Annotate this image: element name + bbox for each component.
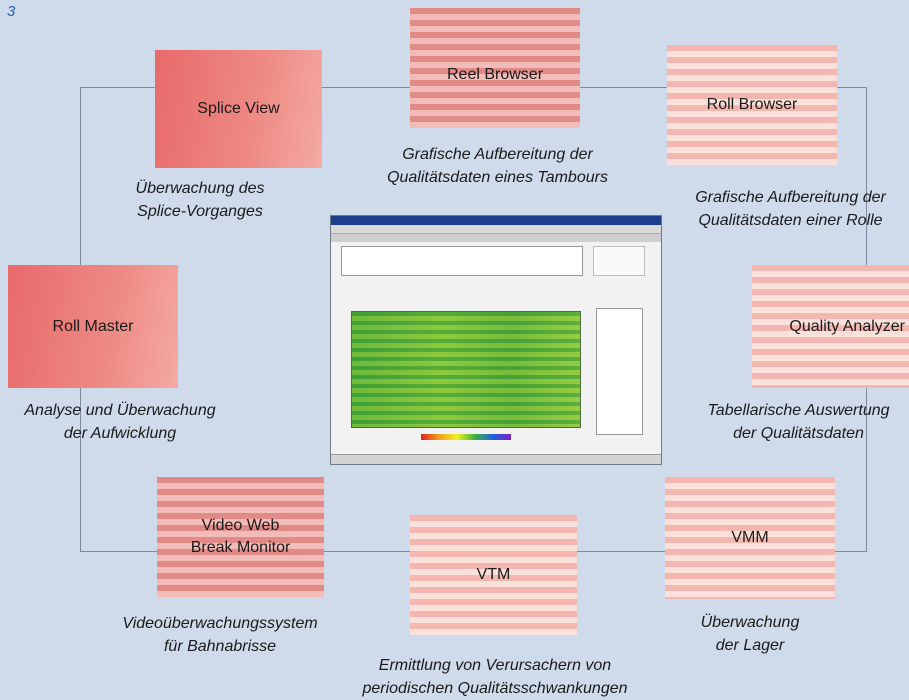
roll-master-description: Analyse und Überwachung der Aufwicklung [24, 402, 216, 442]
splice-view-description: Überwachung des Splice-Vorganges [135, 180, 265, 220]
vmm-box: VMM [665, 477, 835, 599]
video-web-break-monitor-box: Video Web Break Monitor [157, 477, 324, 597]
splice-view-label: Splice View [197, 100, 280, 117]
roll-master-box: Roll Master [8, 265, 178, 388]
screenshot-menubar [331, 225, 661, 234]
video-web-break-monitor-description: Videoüberwachungssystem für Bahnabrisse [122, 615, 318, 655]
screenshot-top-panel [341, 246, 583, 276]
vtm-description: Ermittlung von Verursachern von periodis… [362, 657, 628, 697]
screenshot-statusbar [331, 454, 661, 464]
reel-browser-label: Reel Browser [446, 66, 544, 83]
roll-master-label: Roll Master [52, 317, 134, 335]
figure-number: 3 [7, 3, 16, 20]
video-web-break-monitor-label: Video Web Break Monitor [190, 517, 291, 556]
screenshot-titlebar [331, 216, 661, 225]
vmm-description: Überwachung der Lager [700, 614, 800, 654]
reel-browser-description: Grafische Aufbereitung der Qualitätsdate… [387, 146, 608, 186]
roll-browser-description: Grafische Aufbereitung der Qualitätsdate… [695, 189, 886, 229]
screenshot-toolbar [331, 234, 661, 242]
quality-analyzer-box: Quality Analyzer [752, 265, 909, 388]
quality-analyzer-description: Tabellarische Auswertung der Qualitätsda… [707, 402, 890, 442]
roll-browser-box: Roll Browser [667, 45, 837, 165]
roll-browser-label: Roll Browser [706, 96, 798, 113]
central-application-screenshot [330, 215, 662, 465]
vtm-box: VTM [410, 515, 577, 635]
screenshot-side-profile [596, 308, 643, 435]
splice-view-box: Splice View [155, 50, 322, 168]
screenshot-colorbar [421, 434, 511, 440]
vtm-label: VTM [476, 566, 511, 583]
vmm-label: VMM [731, 529, 769, 546]
screenshot-right-panel [593, 246, 645, 276]
reel-browser-box: Reel Browser [410, 8, 580, 128]
quality-analyzer-label: Quality Analyzer [789, 317, 905, 335]
screenshot-heatmap [351, 311, 581, 428]
